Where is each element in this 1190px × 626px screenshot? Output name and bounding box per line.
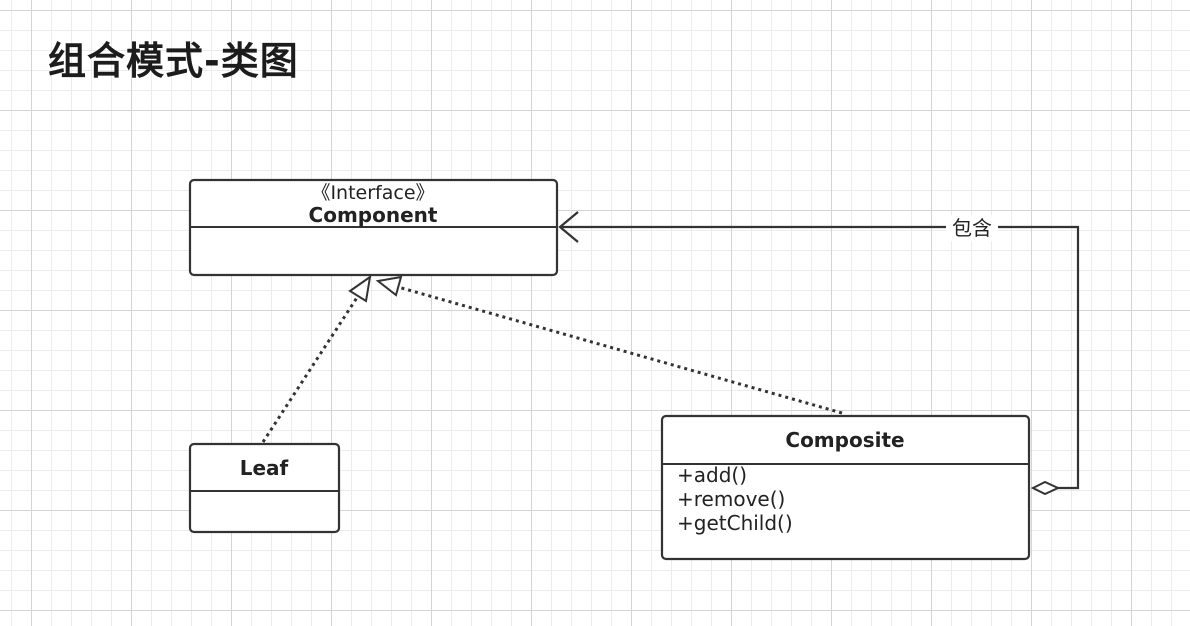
class-composite[interactable]: Composite +add() +remove() +getChild(): [660, 414, 1031, 561]
class-component-stereotype: 《Interface》: [311, 182, 434, 204]
class-composite-method-add: +add(): [677, 463, 747, 487]
class-leaf[interactable]: Leaf: [188, 442, 341, 534]
class-composite-box: [660, 414, 1031, 561]
class-composite-name: Composite: [785, 428, 904, 452]
realization-composite-to-component: [375, 275, 843, 415]
realization-composite-line: [397, 285, 843, 415]
class-component-name: Component: [309, 203, 438, 227]
realization-leaf-arrowhead-icon: [348, 274, 372, 303]
class-leaf-name: Leaf: [240, 456, 289, 480]
class-composite-method-getchild: +getChild(): [677, 511, 793, 535]
class-leaf-box: [188, 442, 341, 534]
aggregation-line: [560, 225, 1080, 490]
class-component[interactable]: 《Interface》 Component: [188, 178, 559, 277]
page-title: 组合模式-类图: [48, 39, 299, 83]
realization-composite-arrowhead-icon: [375, 275, 403, 297]
aggregation-open-arrow-icon: [558, 211, 579, 243]
realization-leaf-to-component: [261, 274, 372, 443]
association-label: 包含: [952, 216, 992, 240]
realization-leaf-line: [261, 295, 360, 443]
aggregation-diamond-icon: [1030, 480, 1061, 496]
class-composite-method-remove: +remove(): [677, 487, 785, 511]
association-label-background: [946, 215, 998, 241]
aggregation-composite-to-component: 包含: [558, 211, 1080, 496]
